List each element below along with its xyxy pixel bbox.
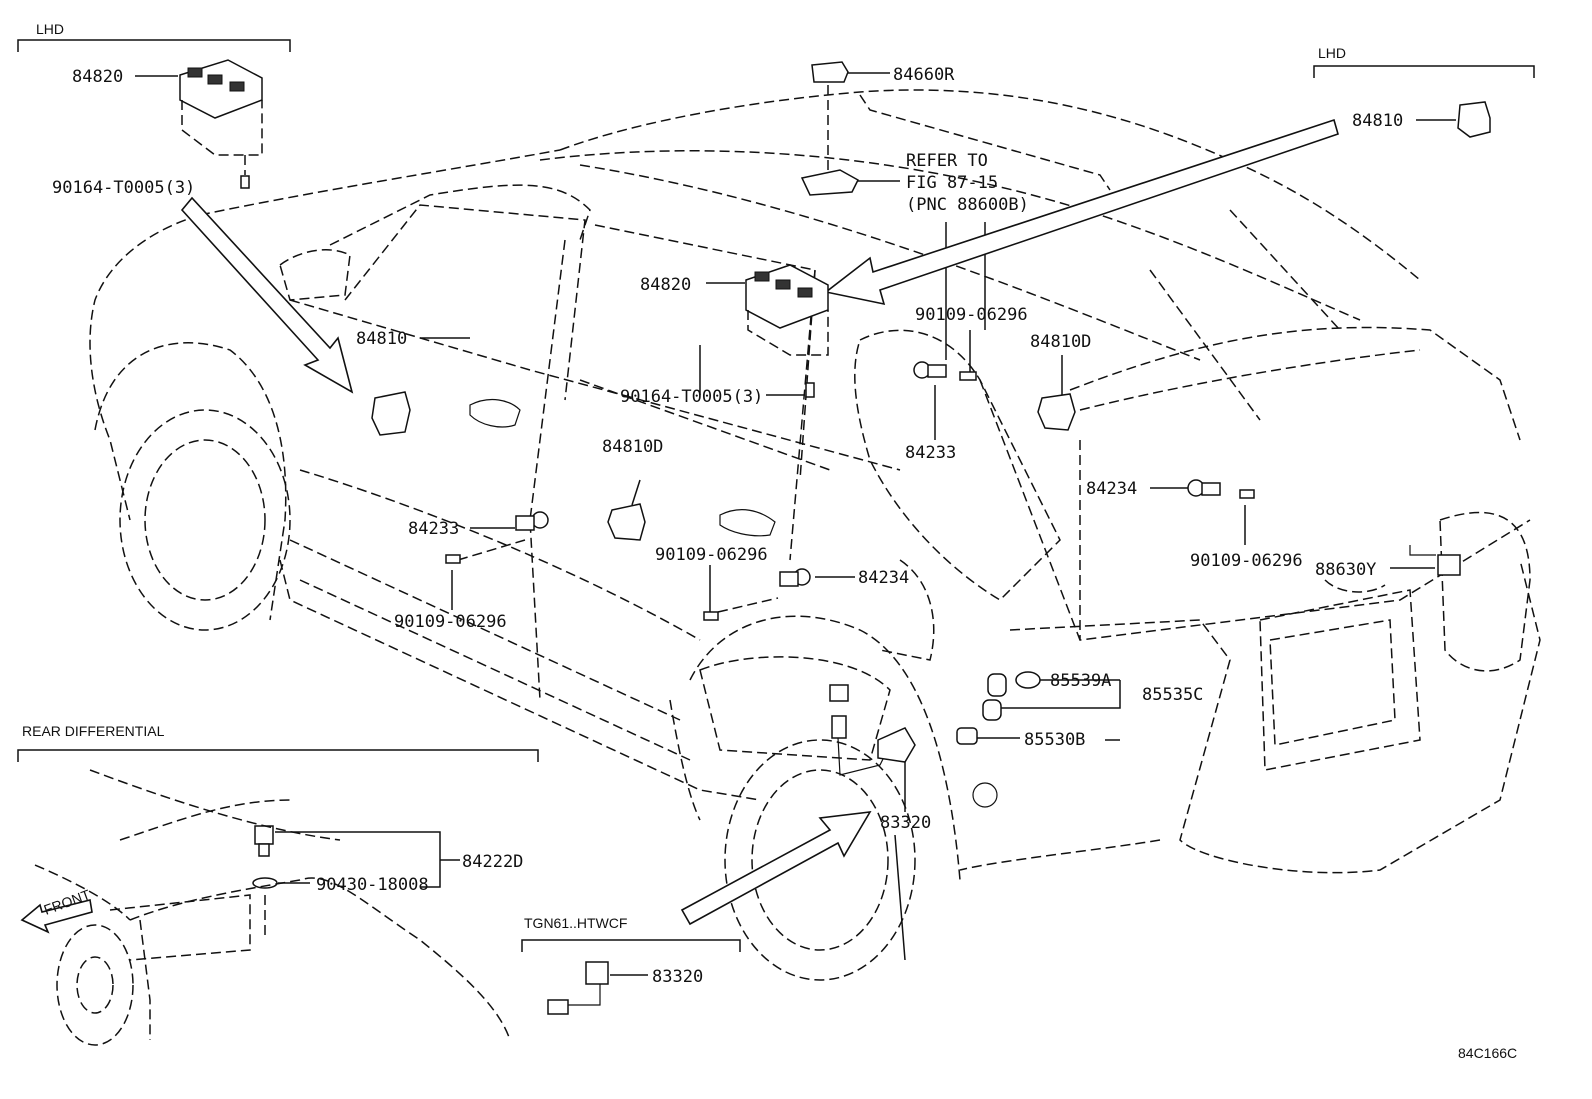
label-84820-main[interactable]: 84820	[640, 275, 691, 295]
label-90109-right[interactable]: 90109-06296	[1190, 551, 1303, 571]
courtesy-switch-top-icon[interactable]	[913, 361, 947, 379]
label-84810-lhd[interactable]: 84810	[1352, 111, 1403, 131]
switch-84660r-icon[interactable]	[811, 61, 849, 83]
label-84660r[interactable]: 84660R	[893, 65, 955, 85]
screw-mid-icon	[703, 611, 719, 621]
label-85530b[interactable]: 85530B	[1024, 730, 1085, 750]
label-84810-main[interactable]: 84810	[356, 329, 407, 349]
arrow-lhd-switch	[180, 196, 354, 394]
screw-left-icon	[445, 554, 461, 564]
group-lhd-right: LHD	[1318, 45, 1346, 61]
label-84810d-mid[interactable]: 84810D	[602, 437, 663, 457]
gasket-icon	[252, 877, 278, 889]
label-85539a[interactable]: 85539A	[1050, 671, 1111, 691]
diff-lock-switch-icon[interactable]	[254, 825, 274, 857]
room-lamp-icon	[800, 169, 859, 196]
rear-differential-inset	[20, 769, 511, 1046]
window-switch-rear-icon[interactable]	[1037, 393, 1076, 431]
leader-lines	[17, 39, 1535, 976]
label-84233-left[interactable]: 84233	[408, 519, 459, 539]
fuel-sender-tgn-icon[interactable]	[547, 961, 609, 1015]
labels: LHD LHD REAR DIFFERENTIAL TGN61..HTWCF F…	[22, 21, 1517, 1061]
label-83320-tgn[interactable]: 83320	[652, 967, 703, 987]
window-switch-rear-door-icon[interactable]	[607, 503, 646, 541]
label-85535c[interactable]: 85535C	[1142, 685, 1203, 705]
label-84222d[interactable]: 84222D	[462, 852, 523, 872]
refer-note-line1: REFER TO	[906, 151, 988, 171]
window-switch-front-icon[interactable]	[371, 391, 411, 436]
screw-top-icon	[959, 371, 977, 381]
label-90164-lhd[interactable]: 90164-T0005(3)	[52, 178, 195, 198]
vehicle-outline	[89, 89, 1541, 981]
label-90164-main[interactable]: 90164-T0005(3)	[620, 387, 763, 407]
screw-right-icon	[1239, 489, 1255, 499]
screw-lhd-icon	[240, 175, 250, 189]
pointer-arrows	[180, 118, 1339, 926]
arrow-rhd-switch	[824, 118, 1339, 306]
label-84234-mid[interactable]: 84234	[858, 568, 909, 588]
courtesy-switch-mid-icon[interactable]	[779, 568, 811, 587]
label-84234-right[interactable]: 84234	[1086, 479, 1137, 499]
label-84233-top[interactable]: 84233	[905, 443, 956, 463]
master-switch-main-icon[interactable]	[745, 264, 829, 356]
group-rear-differential: REAR DIFFERENTIAL	[22, 723, 165, 739]
group-tgn61: TGN61..HTWCF	[524, 915, 627, 931]
master-switch-lhd-icon[interactable]	[179, 59, 263, 156]
part-icons	[179, 59, 1491, 1015]
sensor-88630y-icon[interactable]	[1409, 545, 1461, 576]
diagram-code: 84C166C	[1458, 1045, 1517, 1061]
label-90430[interactable]: 90430-18008	[316, 875, 429, 895]
label-83320-main[interactable]: 83320	[880, 813, 931, 833]
group-lhd-left: LHD	[36, 21, 64, 37]
courtesy-switch-left-icon[interactable]	[515, 511, 549, 531]
label-84820-lhd[interactable]: 84820	[72, 67, 123, 87]
screw-main-icon	[805, 382, 815, 398]
front-arrow-icon	[20, 899, 93, 934]
label-88630y[interactable]: 88630Y	[1315, 560, 1376, 580]
label-90109-top[interactable]: 90109-06296	[915, 305, 1028, 325]
fuel-sender-main-icon[interactable]	[829, 684, 916, 776]
arrow-fuel-sender	[680, 811, 872, 926]
refer-note-line3: (PNC 88600B)	[906, 195, 1029, 215]
actuator-85535c-icon[interactable]	[982, 673, 1007, 721]
courtesy-switch-right-icon[interactable]	[1187, 479, 1221, 497]
washer-85530b-icon[interactable]	[956, 727, 978, 745]
label-90109-mid[interactable]: 90109-06296	[655, 545, 768, 565]
label-90109-left[interactable]: 90109-06296	[394, 612, 507, 632]
refer-note-line2: FIG 87-15	[906, 173, 998, 193]
grommet-85539a-icon[interactable]	[1015, 671, 1041, 689]
label-84810d-rear[interactable]: 84810D	[1030, 332, 1091, 352]
window-switch-lhd-icon[interactable]	[1457, 101, 1491, 138]
